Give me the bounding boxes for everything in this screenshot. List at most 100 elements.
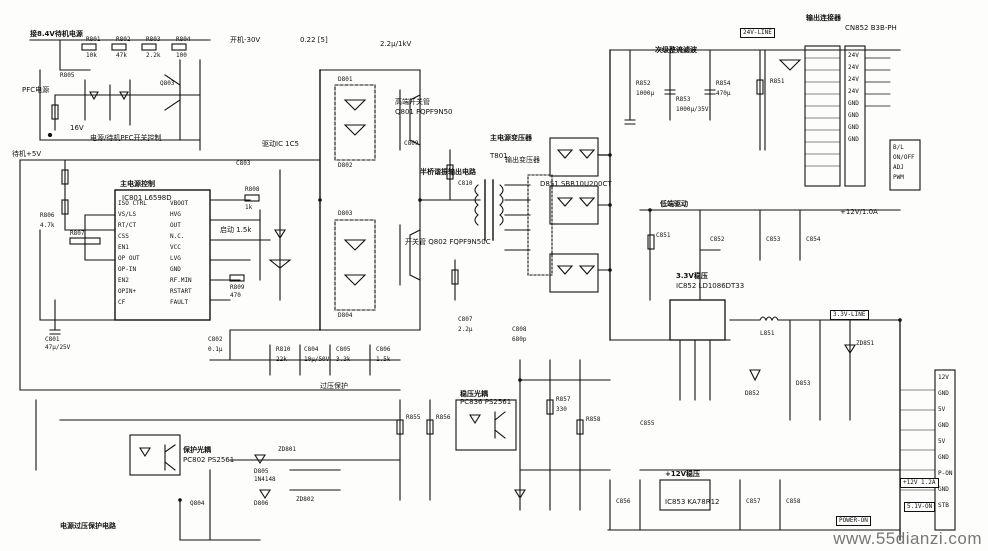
ref-46: C858	[786, 498, 801, 505]
ref-33: R853	[676, 96, 691, 103]
hv-mos-label: 高端开关管	[395, 98, 430, 106]
regulator-33v-label: 3.3V稳压	[676, 272, 708, 280]
val-15: 3.3k	[336, 356, 351, 363]
ref-45: C857	[746, 498, 761, 505]
val-10: 1000μ	[636, 90, 655, 97]
conn-part-label: CN852 B3B-PH	[845, 24, 897, 32]
sec-12v-label: +12V稳压	[665, 470, 701, 478]
ref-30: Q804	[190, 500, 205, 507]
conn-pin-12: PWM	[893, 174, 904, 181]
ic801-pin-left-9: OPIN+	[118, 288, 137, 295]
val-20: 1N4148	[254, 476, 276, 483]
ic801-pin-right-6: LVG	[170, 255, 181, 262]
junction-dots	[178, 153, 902, 502]
ic801-pin-right-4: N.C.	[170, 233, 185, 240]
feedback-section	[396, 359, 611, 511]
ref-12: C802	[208, 336, 223, 343]
val-5: 4.7k	[40, 222, 55, 229]
ref-23: D803	[338, 210, 353, 217]
ref-35: C851	[656, 232, 671, 239]
lo-mos-label: 开关管 Q802 FQPF9N50C	[405, 238, 491, 246]
ref-29: Q803	[160, 80, 175, 87]
reg12-part-label: IC853 KA78R12	[665, 498, 720, 506]
ref-34: R854	[716, 80, 731, 87]
val-9: 0.1μ	[208, 346, 223, 353]
ref-49: R857	[556, 396, 571, 403]
conn-pin-9: B/L	[893, 144, 904, 151]
ic801-pin-left-6: OP OUT	[118, 255, 140, 262]
ref-19: C809	[404, 140, 419, 147]
ref-16: C806	[376, 346, 391, 353]
ref-18: C808	[512, 326, 527, 333]
ref-38: C854	[806, 236, 821, 243]
feedback-label: 稳压光耦	[460, 390, 488, 398]
ref-43: ZD851	[856, 340, 875, 347]
transformer	[474, 174, 553, 276]
ref-11: C801	[45, 336, 60, 343]
conn-pin-2: 24V	[848, 64, 859, 71]
protect-ckt-label: 电源过压保护电路	[60, 522, 116, 530]
ref-25: D805	[254, 468, 269, 475]
ref-6: R806	[40, 212, 55, 219]
conn-bot-pin-1: 12V	[938, 374, 949, 381]
ref-42: D853	[796, 380, 811, 387]
conn-pin-5: GND	[848, 100, 859, 107]
ovp-label: 过压保护	[320, 382, 348, 390]
val-3: 2.2k	[146, 52, 161, 59]
control-ic-section	[19, 159, 401, 471]
ic801-pin-left-4: CSS	[118, 233, 129, 240]
rect-part-label: D851 SBR10U200CT	[540, 180, 612, 188]
vcc-16v-label: 16V	[70, 124, 84, 132]
val-1: 10k	[86, 52, 97, 59]
ref-41: D852	[745, 390, 760, 397]
power-on-label: 开机-30V	[230, 36, 261, 44]
ic801-pin-left-7: OP-IN	[118, 266, 137, 273]
ic801-pin-right-10: FAULT	[170, 299, 189, 306]
ref-44: C856	[616, 498, 631, 505]
pfc-vcc-label: PFC电源	[22, 86, 50, 94]
conn-bot-pin-8: GND	[938, 486, 949, 493]
val-14: 10μ/50V	[304, 356, 330, 363]
ic801-pin-left-1: ISO CTRL	[118, 200, 147, 207]
ic801-pin-right-8: RF.MIN	[170, 277, 192, 284]
val-18: 680p	[512, 336, 527, 343]
ref-10: R810	[276, 346, 291, 353]
val-6: 1k	[245, 204, 253, 211]
ref-28: ZD802	[296, 496, 315, 503]
ref-39: C855	[640, 420, 655, 427]
standby-section	[29, 39, 211, 151]
conn-pin-6: GND	[848, 112, 859, 119]
conn-bot-pin-5: 5V	[938, 438, 946, 445]
start-r-label: 启动 1.5k	[220, 226, 252, 234]
ref-13: C803	[236, 160, 251, 167]
sec-rect-label: 输出变压器	[505, 156, 540, 164]
ref-36: C852	[710, 236, 725, 243]
mos-part-label: Q801 FQPF9N50	[395, 108, 453, 116]
ic801-pin-left-2: VS/LS	[118, 211, 137, 218]
conn-bot-pin-7: P-ON	[938, 470, 953, 477]
val-2: 47k	[116, 52, 127, 59]
conn-pin-3: 24V	[848, 76, 859, 83]
trans-main-label: 主电源变压器	[490, 134, 532, 142]
ref-22: D802	[338, 162, 353, 169]
ref-21: D801	[338, 76, 353, 83]
val-16: 1.5k	[376, 356, 391, 363]
output-24v-section	[624, 45, 921, 191]
standby-12v-label: +12V/1.0A	[840, 208, 878, 216]
conn-pin-8: GND	[848, 136, 859, 143]
val-4: 100	[176, 52, 187, 59]
conn-pin-4: 24V	[848, 88, 859, 95]
ic801-pin-left-10: CF	[118, 299, 126, 306]
ref-15: C805	[336, 346, 351, 353]
ac-in-label: 接8.4V待机电源	[30, 30, 83, 38]
protect-opto-label: 保护光耦	[183, 446, 211, 454]
fb-part-label: PC836 PS2561	[460, 398, 512, 406]
watermark: www.55dianzi.com	[833, 529, 982, 548]
ref-4: R804	[176, 36, 191, 43]
val-17: 2.2μ	[458, 326, 473, 333]
c-top-label: 0.22 [5]	[300, 36, 328, 44]
prot-part-label: PC802 PS2561	[183, 456, 235, 464]
driver-ic-label: 驱动IC 1C5	[262, 140, 299, 148]
